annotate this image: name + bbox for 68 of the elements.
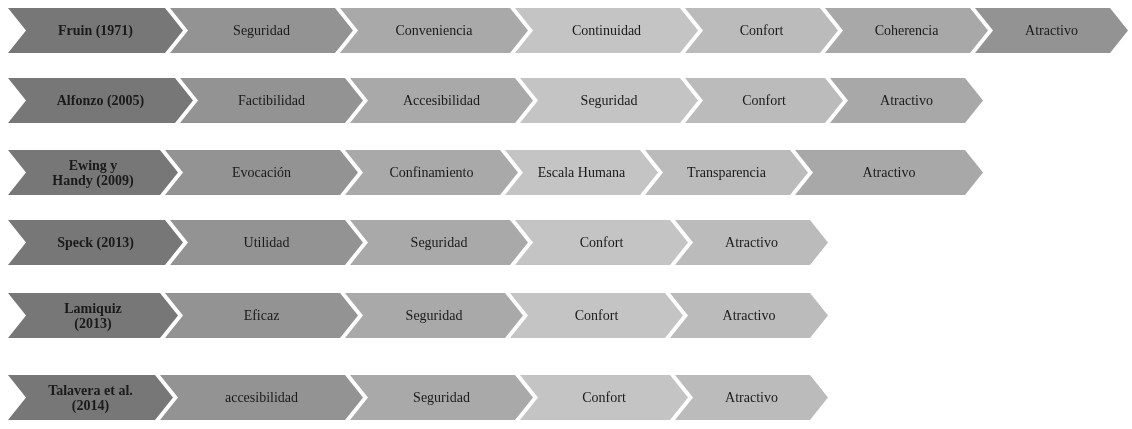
criterion-label: Escala Humana	[537, 165, 626, 180]
author-step	[8, 220, 183, 265]
criterion-label: Atractivo	[725, 235, 778, 250]
criterion-label: Confort	[579, 235, 624, 250]
criterion-step	[685, 78, 843, 123]
criterion-label: Seguridad	[413, 390, 470, 405]
author-step	[8, 78, 193, 123]
criterion-label: Atractivo	[725, 390, 778, 405]
criterion-step	[180, 78, 363, 123]
criterion-label: Seguridad	[405, 308, 463, 323]
author-step	[8, 8, 183, 53]
criterion-label: Confort	[582, 390, 626, 405]
criterion-step	[510, 293, 683, 338]
criterion-step	[350, 375, 533, 420]
criterion-step	[645, 150, 808, 195]
criterion-step	[520, 78, 698, 123]
criterion-step	[160, 375, 363, 420]
author-step	[8, 375, 173, 420]
criterion-label: Seguridad	[410, 235, 468, 250]
criterion-step	[975, 8, 1128, 53]
criterion-step	[685, 8, 838, 53]
criterion-step	[520, 375, 688, 420]
criterion-step	[170, 220, 363, 265]
criterion-label: Seguridad	[580, 93, 638, 108]
criterion-label: Eficaz	[243, 308, 280, 323]
criterion-step	[515, 8, 698, 53]
criterion-step	[350, 78, 533, 123]
author-label: Ewing y Handy (2009)	[51, 157, 135, 188]
criterion-label: Continuidad	[571, 23, 642, 38]
criterion-step	[345, 150, 518, 195]
author-label: Fruin (1971)	[57, 23, 134, 38]
author-label: Speck (2013)	[57, 235, 134, 250]
author-label: Talavera et al. (2014)	[47, 382, 134, 413]
author-label: Alfonzo (2005)	[56, 93, 145, 108]
criterion-step	[170, 8, 353, 53]
criterion-step	[515, 220, 688, 265]
criterion-step	[345, 293, 523, 338]
criterion-step	[795, 150, 983, 195]
criterion-label: Accesibilidad	[403, 93, 480, 108]
criterion-label: Transparencia	[687, 165, 766, 180]
author-step	[8, 150, 178, 195]
criterion-label: Coherencia	[874, 23, 939, 38]
criterion-label: Atractivo	[1025, 23, 1078, 38]
criterion-step	[350, 220, 528, 265]
author-label: Lamiquiz (2013)	[63, 300, 123, 331]
criterion-label: Atractivo	[862, 165, 916, 180]
criterion-label: Confort	[574, 308, 619, 323]
criterion-step	[675, 220, 828, 265]
criterion-step	[165, 150, 358, 195]
criterion-label: Confinamiento	[389, 165, 474, 180]
criterion-label: Atractivo	[880, 93, 933, 108]
criterion-label: Evocación	[231, 165, 292, 180]
criterion-label: accesibilidad	[224, 390, 299, 405]
criterion-label: Factibilidad	[238, 93, 305, 108]
criterion-step	[830, 78, 983, 123]
criterion-step	[165, 293, 358, 338]
criterion-label: Utilidad	[243, 235, 290, 250]
criterion-step	[340, 8, 528, 53]
criterion-label: Confort	[739, 23, 784, 38]
criterion-label: Seguridad	[233, 23, 290, 38]
criterion-step	[825, 8, 988, 53]
criterion-label: Atractivo	[722, 308, 776, 323]
criterion-step	[670, 293, 828, 338]
author-step	[8, 293, 178, 338]
criterion-label: Confort	[742, 93, 786, 108]
criterion-step	[505, 150, 658, 195]
criterion-step	[675, 375, 828, 420]
criterion-label: Conveniencia	[395, 23, 473, 38]
